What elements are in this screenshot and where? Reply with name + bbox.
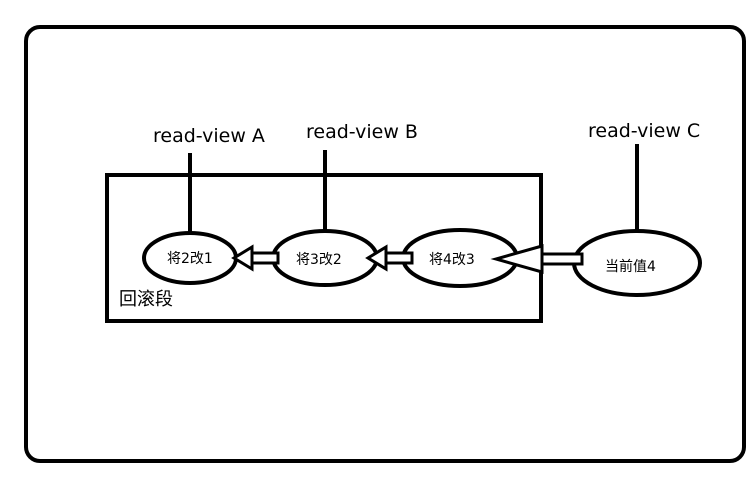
read-view-c-label: read-view C	[588, 120, 700, 142]
version-label-v3: 将4改3	[429, 252, 475, 268]
arrow-v2-to-v1	[231, 244, 280, 272]
read-view-b-label: read-view B	[306, 121, 418, 143]
version-label-current: 当前值4	[605, 258, 656, 275]
arrow-current-to-v3	[490, 244, 584, 274]
version-label-v1: 将2改1	[167, 251, 213, 267]
rollback-segment-label: 回滚段	[119, 289, 173, 310]
outer-frame	[24, 25, 746, 463]
version-label-v2: 将3改2	[296, 252, 342, 268]
read-view-a-label: read-view A	[153, 125, 265, 147]
arrow-v3-to-v2	[365, 244, 414, 272]
